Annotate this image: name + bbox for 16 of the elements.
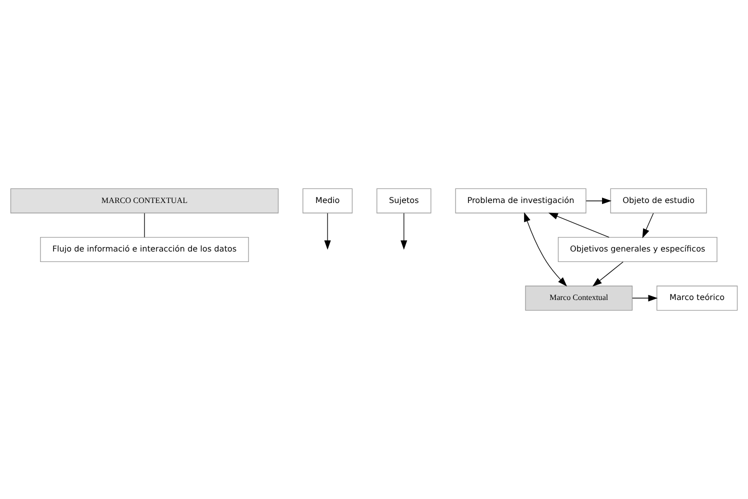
arrow	[324, 212, 331, 250]
arrow	[400, 212, 408, 250]
connector	[144, 212, 145, 238]
arrow	[524, 212, 568, 286]
arrow	[642, 212, 654, 238]
arrow	[586, 198, 612, 204]
node-box: Marco teórico	[656, 286, 738, 311]
node-box: Problema de investigación	[455, 188, 586, 214]
node-box: Medio	[302, 188, 353, 214]
arrow	[592, 262, 624, 287]
node-box: Flujo de informació e interacción de los datos	[40, 237, 249, 262]
arrow	[548, 212, 610, 238]
node-box: Sujetos	[376, 188, 432, 214]
arrow	[632, 294, 658, 302]
node-box: Objetivos generales y específicos	[558, 237, 718, 262]
node-box: Objeto de estudio	[610, 188, 707, 214]
